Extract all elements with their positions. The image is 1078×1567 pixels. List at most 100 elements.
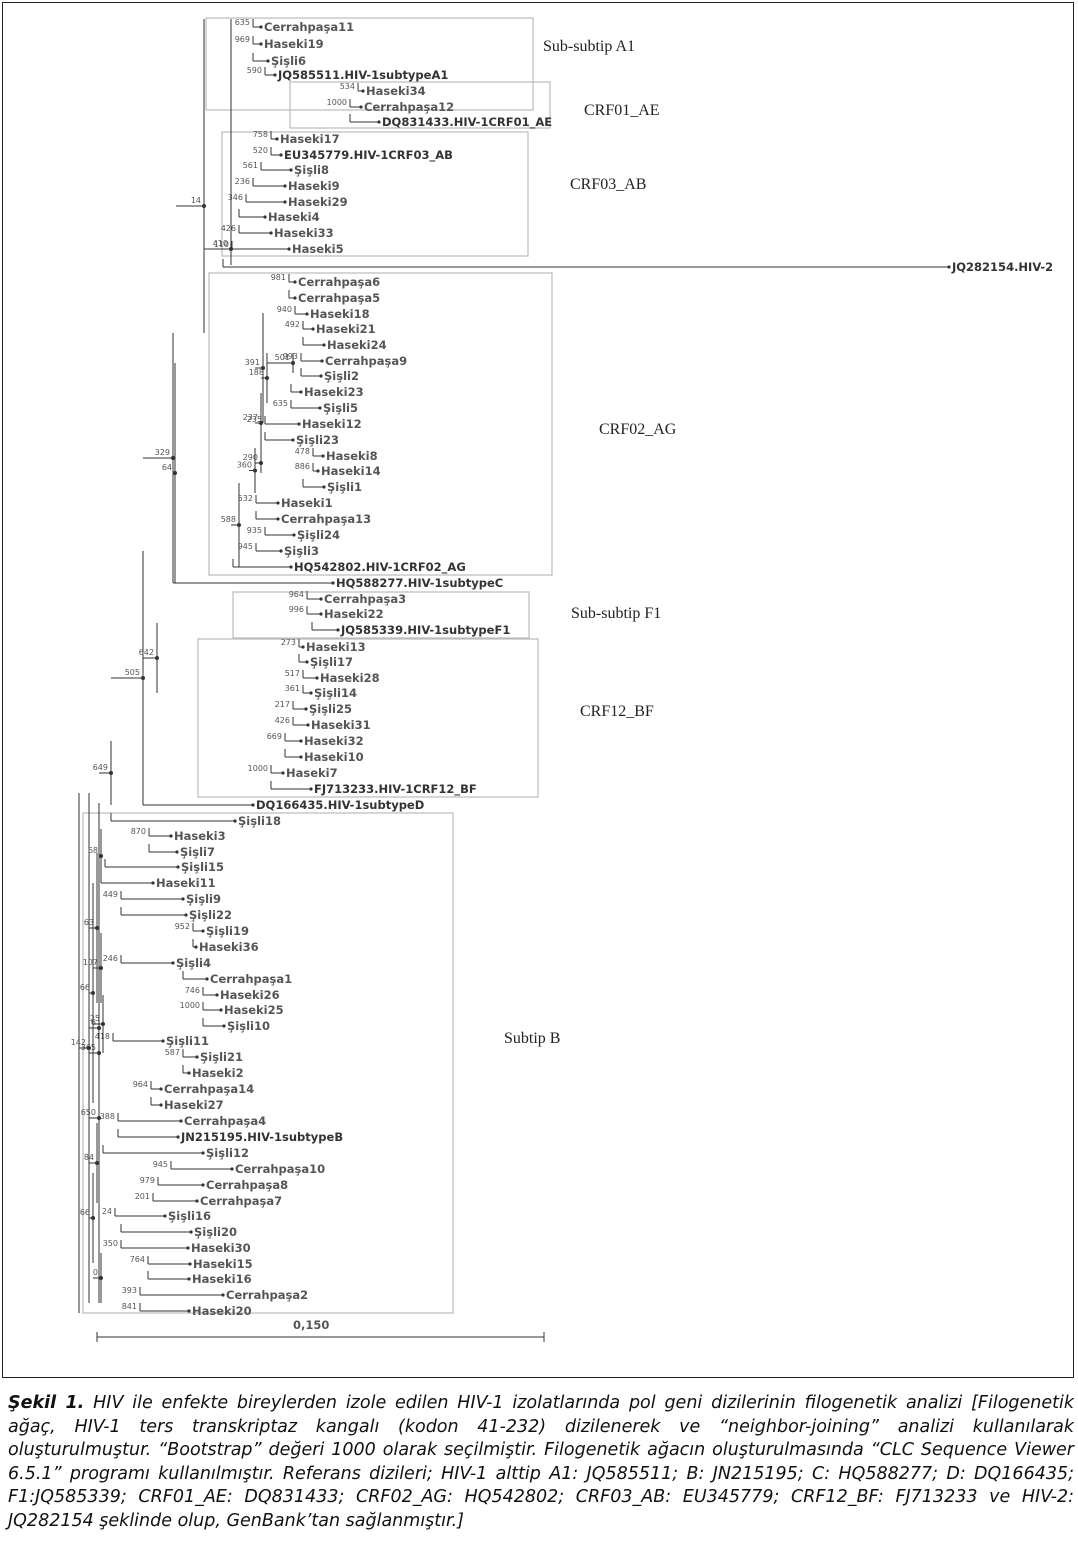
tree-node — [359, 105, 363, 109]
tree-leaf-label: Cerrahpaşa14 — [164, 1082, 254, 1096]
bootstrap-value: 969 — [235, 35, 250, 44]
clade-box — [289, 81, 551, 129]
bootstrap-value: 388 — [100, 1112, 115, 1121]
tree-node — [201, 1183, 205, 1187]
tree-leaf-label: Şişli20 — [194, 1225, 237, 1239]
tree-leaf-label: Haseki3 — [174, 829, 226, 843]
tree-leaf-label: Şişli10 — [227, 1019, 270, 1033]
tree-leaf-label: Haseki11 — [156, 876, 216, 890]
bootstrap-value: 84 — [84, 1153, 94, 1162]
tree-node — [259, 42, 263, 46]
bootstrap-value: 24 — [102, 1207, 112, 1216]
tree-leaf-label: Haseki17 — [280, 132, 340, 146]
tree-leaf-label: Haseki18 — [310, 307, 370, 321]
tree-node — [186, 1246, 190, 1250]
bootstrap-value: 669 — [267, 732, 282, 741]
tree-node — [283, 200, 287, 204]
tree-leaf-label: Şişli11 — [166, 1034, 209, 1048]
tree-node — [195, 1199, 199, 1203]
tree-leaf-label: Cerrahpaşa8 — [206, 1178, 288, 1192]
tree-leaf-label: Cerrahpaşa5 — [298, 291, 380, 305]
tree-leaf-label: Haseki26 — [220, 988, 280, 1002]
tree-leaf-label: Haseki12 — [302, 417, 362, 431]
tree-node — [194, 945, 198, 949]
bootstrap-value: 635 — [273, 399, 288, 408]
tree-node — [309, 691, 313, 695]
tree-leaf-label: Haseki34 — [366, 84, 426, 98]
tree-leaf-label: Haseki14 — [321, 464, 381, 478]
bootstrap-value: 449 — [103, 890, 118, 899]
bootstrap-value: 25 — [90, 1014, 100, 1023]
tree-node — [215, 993, 219, 997]
tree-leaf-label: Haseki31 — [311, 718, 371, 732]
clade-label-b: Subtip B — [504, 1030, 560, 1047]
bootstrap-value: 68 — [88, 846, 98, 855]
bootstrap-value: 993 — [283, 352, 298, 361]
tree-leaf-label: Şişli25 — [309, 702, 352, 716]
bootstrap-value: 505 — [125, 668, 140, 677]
tree-leaf-label: JQ585339.HIV-1subtypeF1 — [340, 623, 510, 637]
tree-node — [289, 168, 293, 172]
bootstrap-value: 142 — [71, 1038, 86, 1047]
tree-node — [159, 1087, 163, 1091]
phylogenetic-tree: Cerrahpaşa11635Haseki19969Şişli6JQ585511… — [71, 17, 1053, 1342]
bootstrap-value: 329 — [155, 448, 170, 457]
tree-node — [187, 1277, 191, 1281]
tree-leaf-label: HQ588277.HIV-1subtypeC — [336, 576, 503, 590]
tree-leaf-label: Haseki4 — [268, 210, 320, 224]
tree-node — [159, 1103, 163, 1107]
tree-leaf-label: DQ831433.HIV-1CRF01_AE — [382, 115, 552, 130]
tree-node — [221, 1293, 225, 1297]
tree-leaf-label: Haseki16 — [192, 1272, 252, 1286]
tree-node — [265, 376, 269, 380]
bootstrap-value: 273 — [281, 638, 296, 647]
tree-node — [99, 966, 103, 970]
bootstrap-value: 492 — [285, 320, 300, 329]
tree-node — [189, 1230, 193, 1234]
tree-node — [287, 247, 291, 251]
bootstrap-value: 63 — [84, 918, 94, 927]
bootstrap-value: 841 — [122, 1302, 137, 1311]
bootstrap-value: 1000 — [248, 764, 268, 773]
bootstrap-value: 746 — [185, 986, 200, 995]
tree-node — [195, 1055, 199, 1059]
bootstrap-value: 981 — [271, 273, 286, 282]
bootstrap-value: 64 — [162, 463, 172, 472]
tree-node — [321, 454, 325, 458]
tree-leaf-label: Haseki23 — [304, 385, 364, 399]
bootstrap-value: 110 — [214, 240, 229, 249]
tree-leaf-label: Şişli9 — [186, 892, 221, 906]
tree-leaf-label: DQ166435.HIV-1subtypeD — [256, 798, 424, 812]
tree-node — [87, 1046, 91, 1050]
tree-node — [293, 296, 297, 300]
bootstrap-value: 426 — [275, 716, 290, 725]
tree-leaf-label: Haseki10 — [304, 750, 364, 764]
tree-node — [306, 723, 310, 727]
tree-node — [299, 755, 303, 759]
tree-leaf-label: Haseki19 — [264, 37, 324, 51]
tree-node — [266, 59, 270, 63]
bootstrap-value: 940 — [277, 305, 292, 314]
tree-node — [309, 787, 313, 791]
bootstrap-value: 391 — [245, 358, 260, 367]
bootstrap-value: 426 — [221, 224, 236, 233]
tree-leaf-label: Haseki20 — [192, 1304, 252, 1318]
tree-leaf-label: EU345779.HIV-1CRF03_AB — [284, 148, 453, 163]
tree-node — [169, 834, 173, 838]
tree-node — [361, 89, 365, 93]
tree-node — [202, 204, 206, 208]
tree-leaf-label: JQ282154.HIV-2 — [951, 260, 1053, 274]
tree-leaf-label: Haseki22 — [324, 607, 384, 621]
tree-leaf-label: Haseki5 — [292, 242, 344, 256]
bootstrap-value: 107 — [83, 958, 98, 967]
tree-leaf-label: Şişli18 — [238, 814, 281, 828]
tree-leaf-label: Şişli17 — [310, 655, 353, 669]
tree-leaf-label: Haseki32 — [304, 734, 364, 748]
tree-leaf-label: Cerrahpaşa9 — [325, 354, 407, 368]
tree-node — [331, 581, 335, 585]
bootstrap-value: 235 — [247, 415, 262, 424]
tree-leaf-label: JN215195.HIV-1subtypeB — [180, 1130, 343, 1144]
tree-node — [279, 549, 283, 553]
tree-leaf-label: Şişli8 — [294, 163, 329, 177]
tree-leaf-label: Cerrahpaşa2 — [226, 1288, 308, 1302]
